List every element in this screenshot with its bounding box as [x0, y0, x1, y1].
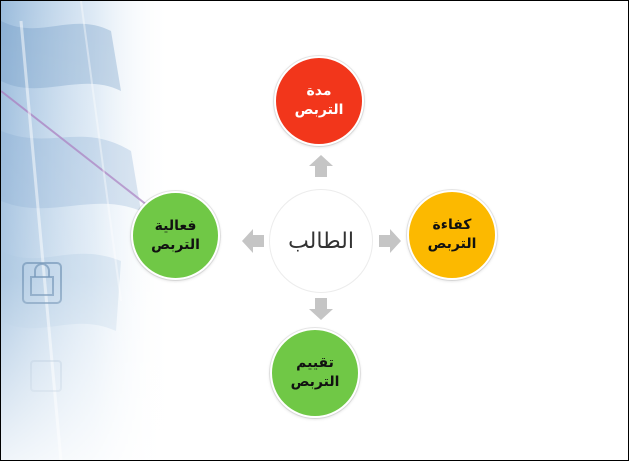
arrow-up-icon: [309, 155, 333, 177]
node-right-line1: كفاءة: [432, 217, 472, 233]
node-internship-duration: مدة التربص: [274, 56, 364, 146]
node-internship-evaluation: تقييم التربص: [270, 328, 360, 418]
node-internship-effectiveness: فعالية التربص: [131, 191, 220, 280]
node-bottom-line1: تقييم: [296, 355, 334, 371]
center-node-label: الطالب: [288, 228, 354, 254]
arrow-left-icon: [242, 229, 264, 253]
node-internship-competence: كفاءة التربص: [407, 190, 497, 280]
arrow-down-icon: [309, 298, 333, 320]
node-right-line2: التربص: [427, 236, 477, 252]
node-left-line2: التربص: [151, 236, 200, 253]
node-top-line2: التربص: [294, 102, 344, 118]
node-bottom-line2: التربص: [290, 374, 340, 390]
arrow-right-icon: [379, 229, 401, 253]
node-left-line1: فعالية: [154, 217, 197, 234]
center-node-student: الطالب: [269, 189, 373, 293]
node-top-line1: مدة: [306, 83, 332, 99]
